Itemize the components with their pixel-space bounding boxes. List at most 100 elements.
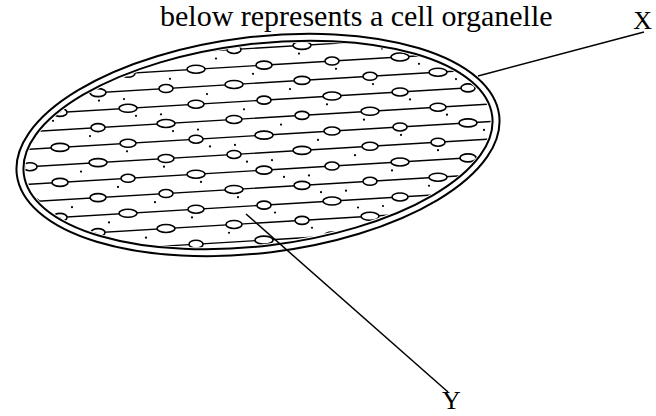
granum: [23, 163, 37, 171]
granum: [52, 178, 68, 186]
stroma-dot: [456, 235, 458, 237]
stroma-dot: [394, 222, 396, 224]
lamella: [10, 50, 510, 80]
granum: [392, 88, 408, 96]
stroma-dot: [372, 83, 374, 85]
granum: [188, 100, 204, 108]
caption-text: below represents a cell organelle: [160, 1, 553, 31]
lamella: [10, 173, 510, 203]
granum: [363, 72, 377, 80]
granum: [52, 73, 68, 81]
inner-membrane: [11, 16, 504, 274]
stroma-dot: [419, 220, 421, 222]
granum: [227, 150, 241, 158]
stroma-dot: [132, 62, 134, 64]
granum: [325, 162, 339, 170]
granum: [51, 143, 69, 151]
granum: [362, 142, 378, 150]
granum: [391, 158, 409, 166]
granum: [293, 41, 311, 49]
lamella: [10, 208, 510, 238]
stroma-dot: [252, 73, 254, 75]
stroma-dot: [335, 68, 337, 70]
stroma-dot: [326, 103, 328, 105]
stroma-dot: [135, 115, 137, 117]
granum: [256, 166, 272, 174]
stroma-dot: [271, 159, 273, 161]
granum: [225, 185, 243, 193]
stroma-dot: [308, 174, 310, 176]
leader-line: [478, 32, 644, 76]
granum: [295, 111, 309, 119]
stroma-dot: [437, 149, 439, 151]
stroma-dot: [363, 119, 365, 121]
stroma-dot: [381, 47, 383, 49]
stroma-dot: [52, 120, 54, 122]
stroma-dot: [246, 161, 248, 163]
granum: [459, 119, 477, 127]
granum: [187, 170, 205, 178]
stroma-dot: [117, 186, 119, 188]
stroma-dot: [191, 216, 193, 218]
granum: [90, 89, 106, 97]
stroma-dot: [354, 154, 356, 156]
granum: [324, 127, 340, 135]
stroma-dot: [464, 42, 466, 44]
granum: [295, 216, 309, 224]
granum: [91, 229, 105, 237]
granum: [256, 61, 272, 69]
stroma-dot: [86, 83, 88, 85]
granum: [361, 212, 379, 220]
granum: [23, 58, 37, 66]
granum: [120, 244, 136, 252]
lamella: [10, 190, 510, 220]
granum: [53, 213, 67, 221]
leader-line: [246, 214, 448, 392]
granum: [90, 194, 106, 202]
granum: [429, 173, 447, 181]
lamella: [10, 120, 510, 150]
granum: [225, 80, 243, 88]
granum: [22, 128, 38, 136]
stroma-dot: [61, 84, 63, 86]
granum: [325, 57, 339, 65]
granum: [461, 84, 475, 92]
lamella: [10, 85, 510, 115]
stroma-dot: [418, 63, 420, 65]
stroma-dot: [446, 114, 448, 116]
stroma-dot: [80, 171, 82, 173]
stroma-dot: [391, 169, 393, 171]
stroma-dot: [89, 135, 91, 137]
granum: [362, 37, 378, 45]
stroma-dot: [228, 232, 230, 234]
stroma-dot: [209, 145, 211, 147]
granum: [293, 146, 311, 154]
granum: [226, 115, 242, 123]
granum: [89, 159, 107, 167]
stroma-dot: [98, 99, 100, 101]
stroma-dot: [320, 191, 322, 193]
lamella: [10, 103, 510, 133]
granum: [392, 193, 408, 201]
lamella: [10, 68, 510, 98]
stroma-dot: [169, 78, 171, 80]
lamella: [10, 138, 510, 168]
granum: [393, 123, 407, 131]
granum: [255, 131, 273, 139]
granum: [157, 225, 175, 233]
granum: [294, 181, 310, 189]
stroma-dot: [474, 164, 476, 166]
stroma-dot: [108, 221, 110, 223]
stroma-dot: [99, 257, 101, 259]
granum: [324, 232, 340, 240]
granum: [158, 50, 174, 58]
stroma-dot: [465, 200, 467, 202]
granum: [21, 93, 39, 101]
stroma-dot: [280, 124, 282, 126]
granum: [431, 33, 445, 41]
lamella: [10, 225, 510, 255]
granum: [430, 103, 446, 111]
stroma-dot: [409, 98, 411, 100]
granum: [91, 124, 105, 132]
granum: [431, 138, 445, 146]
